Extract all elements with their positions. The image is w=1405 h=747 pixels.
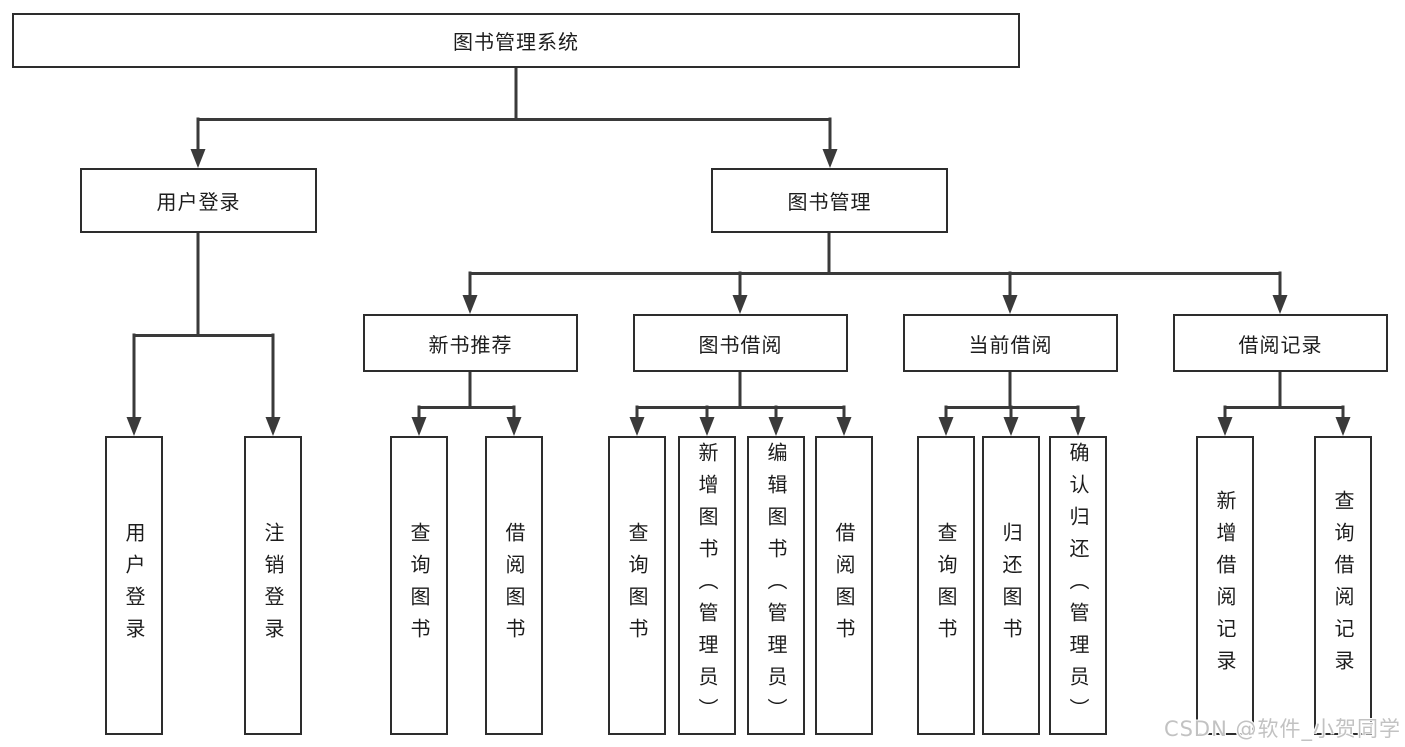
node-book-management-branch: 图书管理	[711, 168, 948, 233]
node-new-book-recommend: 新书推荐	[363, 314, 578, 372]
leaf-query-books-recommend: 查询图书	[390, 436, 448, 735]
leaf-logout: 注销登录	[244, 436, 302, 735]
node-borrow-records: 借阅记录	[1173, 314, 1388, 372]
leaf-edit-books-admin: 编辑图书（管理员）	[747, 436, 805, 735]
node-user-login-branch: 用户登录	[80, 168, 317, 233]
node-book-management-system: 图书管理系统	[12, 13, 1020, 68]
csdn-watermark: CSDN @软件_小贺同学	[1163, 717, 1401, 741]
leaf-add-borrow-record: 新增借阅记录	[1196, 436, 1254, 735]
leaf-return-books: 归还图书	[982, 436, 1040, 735]
leaf-borrow-books: 借阅图书	[815, 436, 873, 735]
leaf-borrow-books-recommend: 借阅图书	[485, 436, 543, 735]
leaf-confirm-return-admin: 确认归还（管理员）	[1049, 436, 1107, 735]
node-book-borrow: 图书借阅	[633, 314, 848, 372]
leaf-query-borrow-record: 查询借阅记录	[1314, 436, 1372, 735]
node-current-borrow: 当前借阅	[903, 314, 1118, 372]
leaf-add-books-admin: 新增图书（管理员）	[678, 436, 736, 735]
leaf-user-login: 用户登录	[105, 436, 163, 735]
leaf-query-books-current: 查询图书	[917, 436, 975, 735]
leaf-query-books-borrow: 查询图书	[608, 436, 666, 735]
